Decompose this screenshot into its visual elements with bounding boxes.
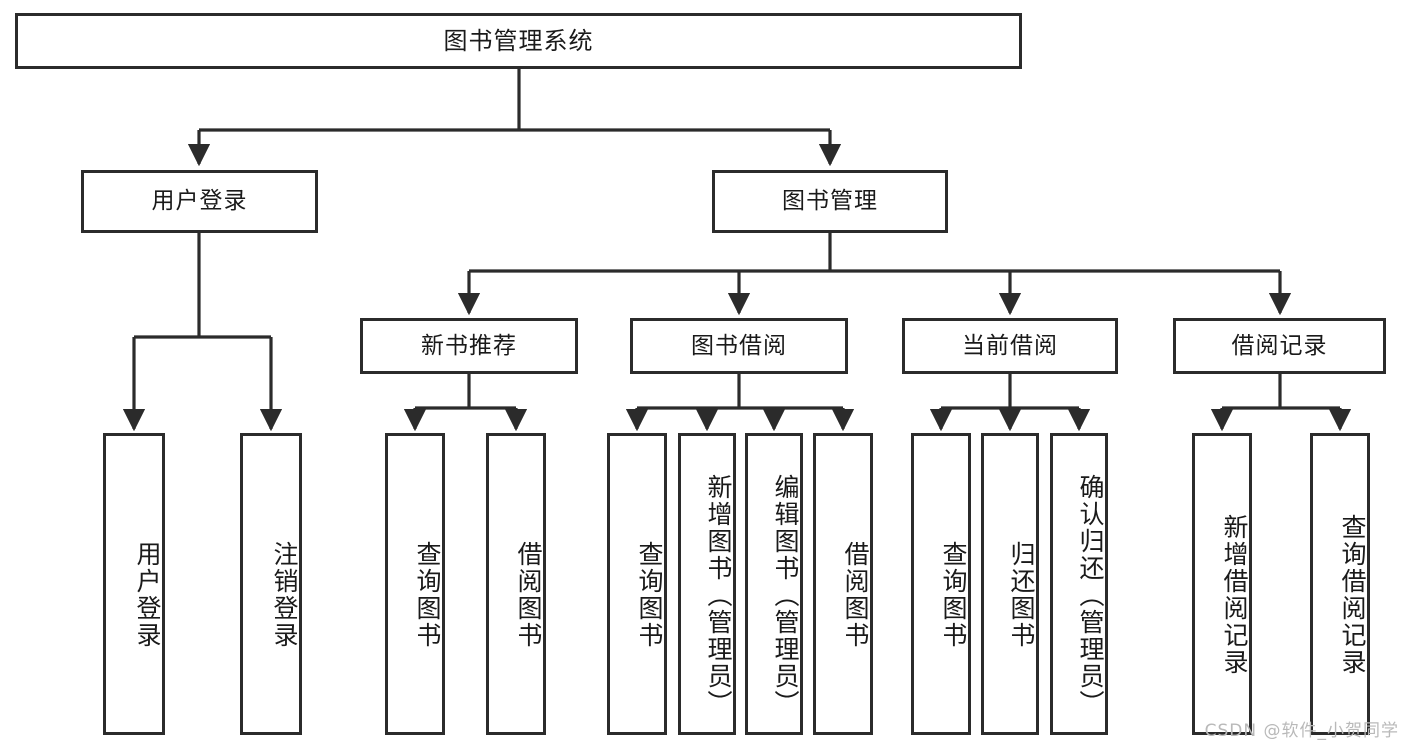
node-label: 新增图书（管理员） xyxy=(704,473,733,717)
leaf-add-borrow-record[interactable]: 新增借阅记录 xyxy=(1192,433,1252,735)
node-borrow-record[interactable]: 借阅记录 xyxy=(1173,318,1386,374)
node-label: 编辑图书（管理员） xyxy=(771,473,800,717)
node-label: 归还图书 xyxy=(1007,541,1036,649)
leaf-return-book[interactable]: 归还图书 xyxy=(981,433,1039,735)
leaf-edit-book-admin[interactable]: 编辑图书（管理员） xyxy=(745,433,803,735)
node-label: 用户登录 xyxy=(151,188,248,214)
node-user-login[interactable]: 用户登录 xyxy=(81,170,318,233)
leaf-confirm-return-admin[interactable]: 确认归还（管理员） xyxy=(1050,433,1108,735)
node-label: 查询图书 xyxy=(635,541,664,649)
leaf-query-book-borrow[interactable]: 查询图书 xyxy=(607,433,667,735)
leaf-logout-login[interactable]: 注销登录 xyxy=(240,433,302,735)
node-root-system[interactable]: 图书管理系统 xyxy=(15,13,1022,69)
leaf-borrow-book-newbook[interactable]: 借阅图书 xyxy=(486,433,546,735)
node-label: 查询图书 xyxy=(413,541,442,649)
leaf-query-borrow-record[interactable]: 查询借阅记录 xyxy=(1310,433,1370,735)
node-label: 确认归还（管理员） xyxy=(1076,473,1105,717)
leaf-query-book-newbook[interactable]: 查询图书 xyxy=(385,433,445,735)
leaf-borrow-book[interactable]: 借阅图书 xyxy=(813,433,873,735)
node-label: 新书推荐 xyxy=(421,332,517,359)
node-new-book-recommend[interactable]: 新书推荐 xyxy=(360,318,578,374)
node-label: 当前借阅 xyxy=(962,332,1058,359)
node-label: 用户登录 xyxy=(133,541,162,649)
leaf-user-login[interactable]: 用户登录 xyxy=(103,433,165,735)
node-label: 借阅记录 xyxy=(1231,332,1328,359)
node-label: 图书管理系统 xyxy=(443,27,594,55)
node-book-management[interactable]: 图书管理 xyxy=(712,170,948,233)
node-book-borrow[interactable]: 图书借阅 xyxy=(630,318,848,374)
node-label: 新增借阅记录 xyxy=(1220,514,1249,676)
node-label: 图书借阅 xyxy=(691,332,787,359)
leaf-query-book-current[interactable]: 查询图书 xyxy=(911,433,971,735)
node-label: 借阅图书 xyxy=(841,541,870,649)
node-label: 注销登录 xyxy=(270,541,299,649)
node-label: 借阅图书 xyxy=(514,541,543,649)
node-label: 查询图书 xyxy=(939,541,968,649)
node-current-borrow[interactable]: 当前借阅 xyxy=(902,318,1118,374)
node-label: 图书管理 xyxy=(782,188,878,214)
leaf-add-book-admin[interactable]: 新增图书（管理员） xyxy=(678,433,736,735)
node-label: 查询借阅记录 xyxy=(1338,514,1367,676)
